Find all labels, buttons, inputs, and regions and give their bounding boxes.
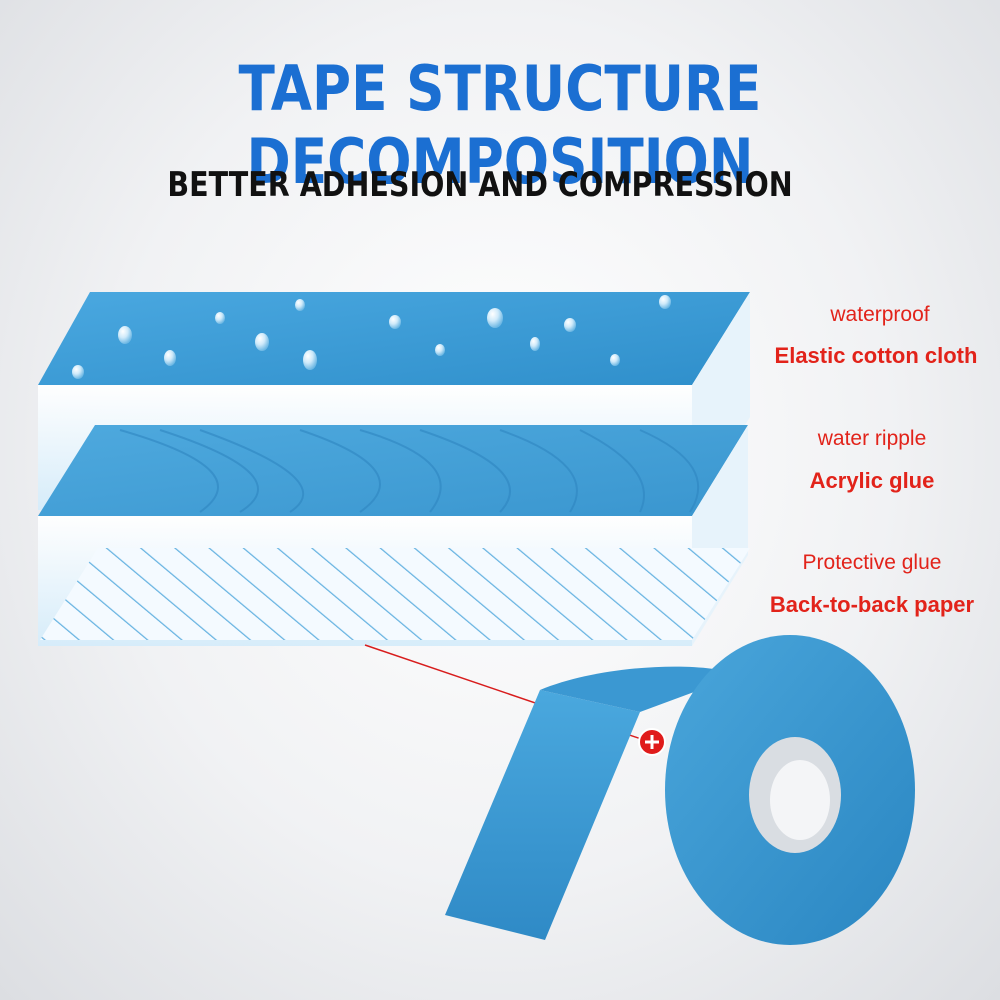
layer-1-name: Elastic cotton cloth xyxy=(774,343,978,368)
water-drop-icon xyxy=(389,315,401,329)
tape-roll-hole xyxy=(770,760,830,840)
water-drop-icon xyxy=(215,312,225,324)
water-drop-icon xyxy=(530,337,540,351)
water-drop-icon xyxy=(118,326,132,344)
water-drop-icon xyxy=(435,344,445,356)
water-droplets xyxy=(72,295,671,379)
water-drop-icon xyxy=(255,333,269,351)
layer-3-caption: Protective glue xyxy=(802,551,942,574)
tape-strip xyxy=(445,690,640,940)
glue-top-surface xyxy=(38,425,748,516)
water-ripple-pattern xyxy=(119,429,700,513)
water-drop-icon xyxy=(564,318,576,332)
layer-acrylic-glue xyxy=(38,425,750,646)
water-drop-icon xyxy=(295,299,305,311)
water-drop-icon xyxy=(72,365,84,379)
plus-marker-icon xyxy=(638,728,666,756)
tape-strip-curve xyxy=(540,666,740,712)
layer-1-caption: waterproof xyxy=(830,303,930,326)
layer-2-name: Acrylic glue xyxy=(809,468,935,493)
cloth-top-surface xyxy=(38,292,750,385)
water-drop-icon xyxy=(659,295,671,309)
layer-2-caption: water ripple xyxy=(817,427,927,450)
layer-3-name: Back-to-back paper xyxy=(769,592,975,617)
water-drop-icon xyxy=(164,350,176,366)
page-subtitle: BETTER ADHESION AND COMPRESSION xyxy=(167,165,793,205)
tape-roll xyxy=(445,635,915,945)
water-drop-icon xyxy=(610,354,620,366)
water-drop-icon xyxy=(487,308,503,328)
page-title: TAPE STRUCTURE DECOMPOSITION xyxy=(238,52,762,198)
diagonal-hatch-pattern xyxy=(40,548,750,640)
water-drop-icon xyxy=(303,350,317,370)
